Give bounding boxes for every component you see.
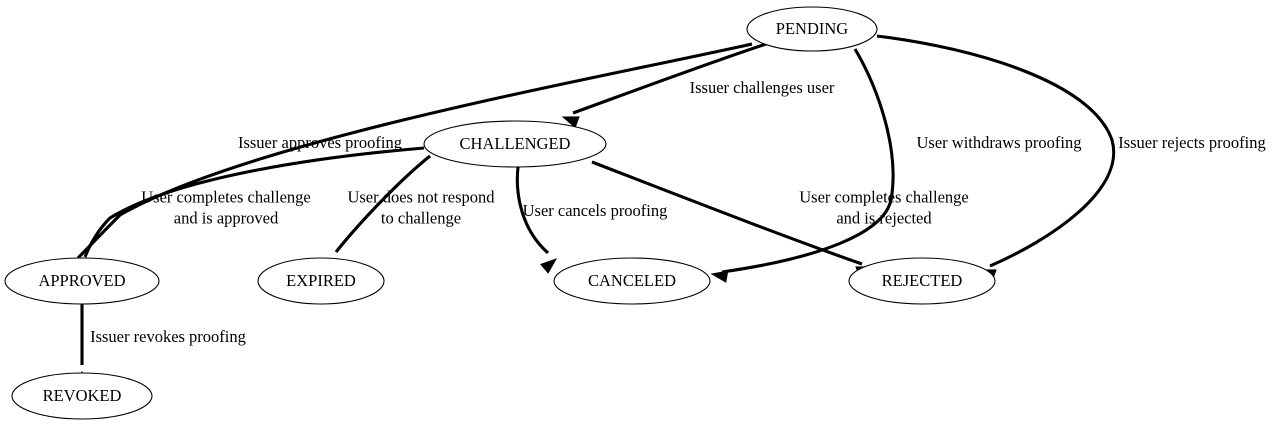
edge-labels-layer: Issuer approves proofing Issuer challenge… bbox=[90, 78, 1266, 346]
edge-label-challenged-canceled: User cancels proofing bbox=[523, 201, 668, 220]
edge-label-line: Issuer approves proofing bbox=[238, 133, 402, 152]
edge-label-line: Issuer rejects proofing bbox=[1118, 133, 1266, 152]
edge-label-line: to challenge bbox=[381, 208, 461, 227]
node-canceled[interactable]: CANCELED bbox=[553, 257, 711, 305]
node-label-expired: EXPIRED bbox=[286, 271, 356, 290]
node-shape-revoked bbox=[11, 372, 153, 420]
edge-pending-rejected bbox=[876, 34, 1116, 282]
edge-pending-canceled bbox=[710, 48, 895, 283]
edge-label-pending-approved: Issuer approves proofing bbox=[238, 133, 402, 152]
edge-path-pending-canceled bbox=[721, 48, 895, 274]
edge-challenged-canceled bbox=[515, 166, 558, 274]
edge-arrowhead-pending-canceled bbox=[710, 270, 729, 283]
node-label-canceled: CANCELED bbox=[588, 271, 676, 290]
node-pending[interactable]: PENDING bbox=[746, 6, 878, 52]
edge-arrowhead-pending-challenged bbox=[561, 116, 580, 129]
edge-label-line: and is approved bbox=[174, 208, 279, 227]
edge-label-pending-rejected: Issuer rejects proofing bbox=[1118, 133, 1266, 152]
edge-path-challenged-canceled bbox=[515, 166, 550, 255]
edge-label-line: User does not respond bbox=[347, 187, 495, 206]
nodes-layer: PENDING CHALLENGED APPROVED EXPIRED CANCELED… bbox=[4, 6, 996, 420]
edge-label-line: User withdraws proofing bbox=[917, 133, 1082, 152]
edge-label-line: User cancels proofing bbox=[523, 201, 668, 220]
node-shape-pending bbox=[746, 6, 878, 52]
node-label-rejected: REJECTED bbox=[882, 271, 963, 290]
edge-arrowhead-challenged-canceled bbox=[540, 258, 558, 274]
edge-label-approved-revoked: Issuer revokes proofing bbox=[90, 327, 246, 346]
node-shape-approved bbox=[4, 257, 160, 305]
edge-path-pending-challenged bbox=[572, 42, 767, 115]
edge-pending-approved bbox=[71, 42, 753, 276]
node-shape-expired bbox=[257, 257, 385, 305]
node-shape-challenged bbox=[423, 120, 607, 168]
edge-path-challenged-expired bbox=[334, 154, 431, 253]
node-shape-rejected bbox=[848, 257, 996, 305]
node-approved[interactable]: APPROVED bbox=[4, 257, 160, 305]
edge-label-challenged-approved: User completes challenge and is approved bbox=[141, 187, 311, 227]
node-expired[interactable]: EXPIRED bbox=[257, 257, 385, 305]
edge-label-challenged-expired: User does not respond to challenge bbox=[347, 187, 495, 227]
node-label-revoked: REVOKED bbox=[43, 386, 122, 405]
edge-path-challenged-approved bbox=[83, 146, 425, 258]
edge-label-line: Issuer challenges user bbox=[690, 78, 835, 97]
node-challenged[interactable]: CHALLENGED bbox=[423, 120, 607, 168]
node-shape-canceled bbox=[553, 257, 711, 305]
node-label-pending: PENDING bbox=[776, 19, 848, 38]
node-label-approved: APPROVED bbox=[38, 271, 125, 290]
edge-label-line: and is rejected bbox=[836, 208, 932, 227]
node-rejected[interactable]: REJECTED bbox=[848, 257, 996, 305]
edge-label-pending-challenged: Issuer challenges user bbox=[690, 78, 835, 97]
node-label-challenged: CHALLENGED bbox=[460, 134, 571, 153]
edge-label-line: User completes challenge bbox=[141, 187, 311, 206]
edge-label-pending-canceled: User withdraws proofing bbox=[917, 133, 1082, 152]
node-revoked[interactable]: REVOKED bbox=[11, 372, 153, 420]
edge-label-line: User completes challenge bbox=[799, 187, 969, 206]
edge-label-line: Issuer revokes proofing bbox=[90, 327, 246, 346]
edge-label-challenged-rejected: User completes challenge and is rejected bbox=[799, 187, 969, 227]
edge-path-challenged-rejected bbox=[591, 160, 863, 266]
edge-path-pending-rejected bbox=[876, 34, 1116, 268]
edge-pending-challenged bbox=[561, 42, 767, 129]
edge-path-pending-approved bbox=[76, 42, 753, 260]
